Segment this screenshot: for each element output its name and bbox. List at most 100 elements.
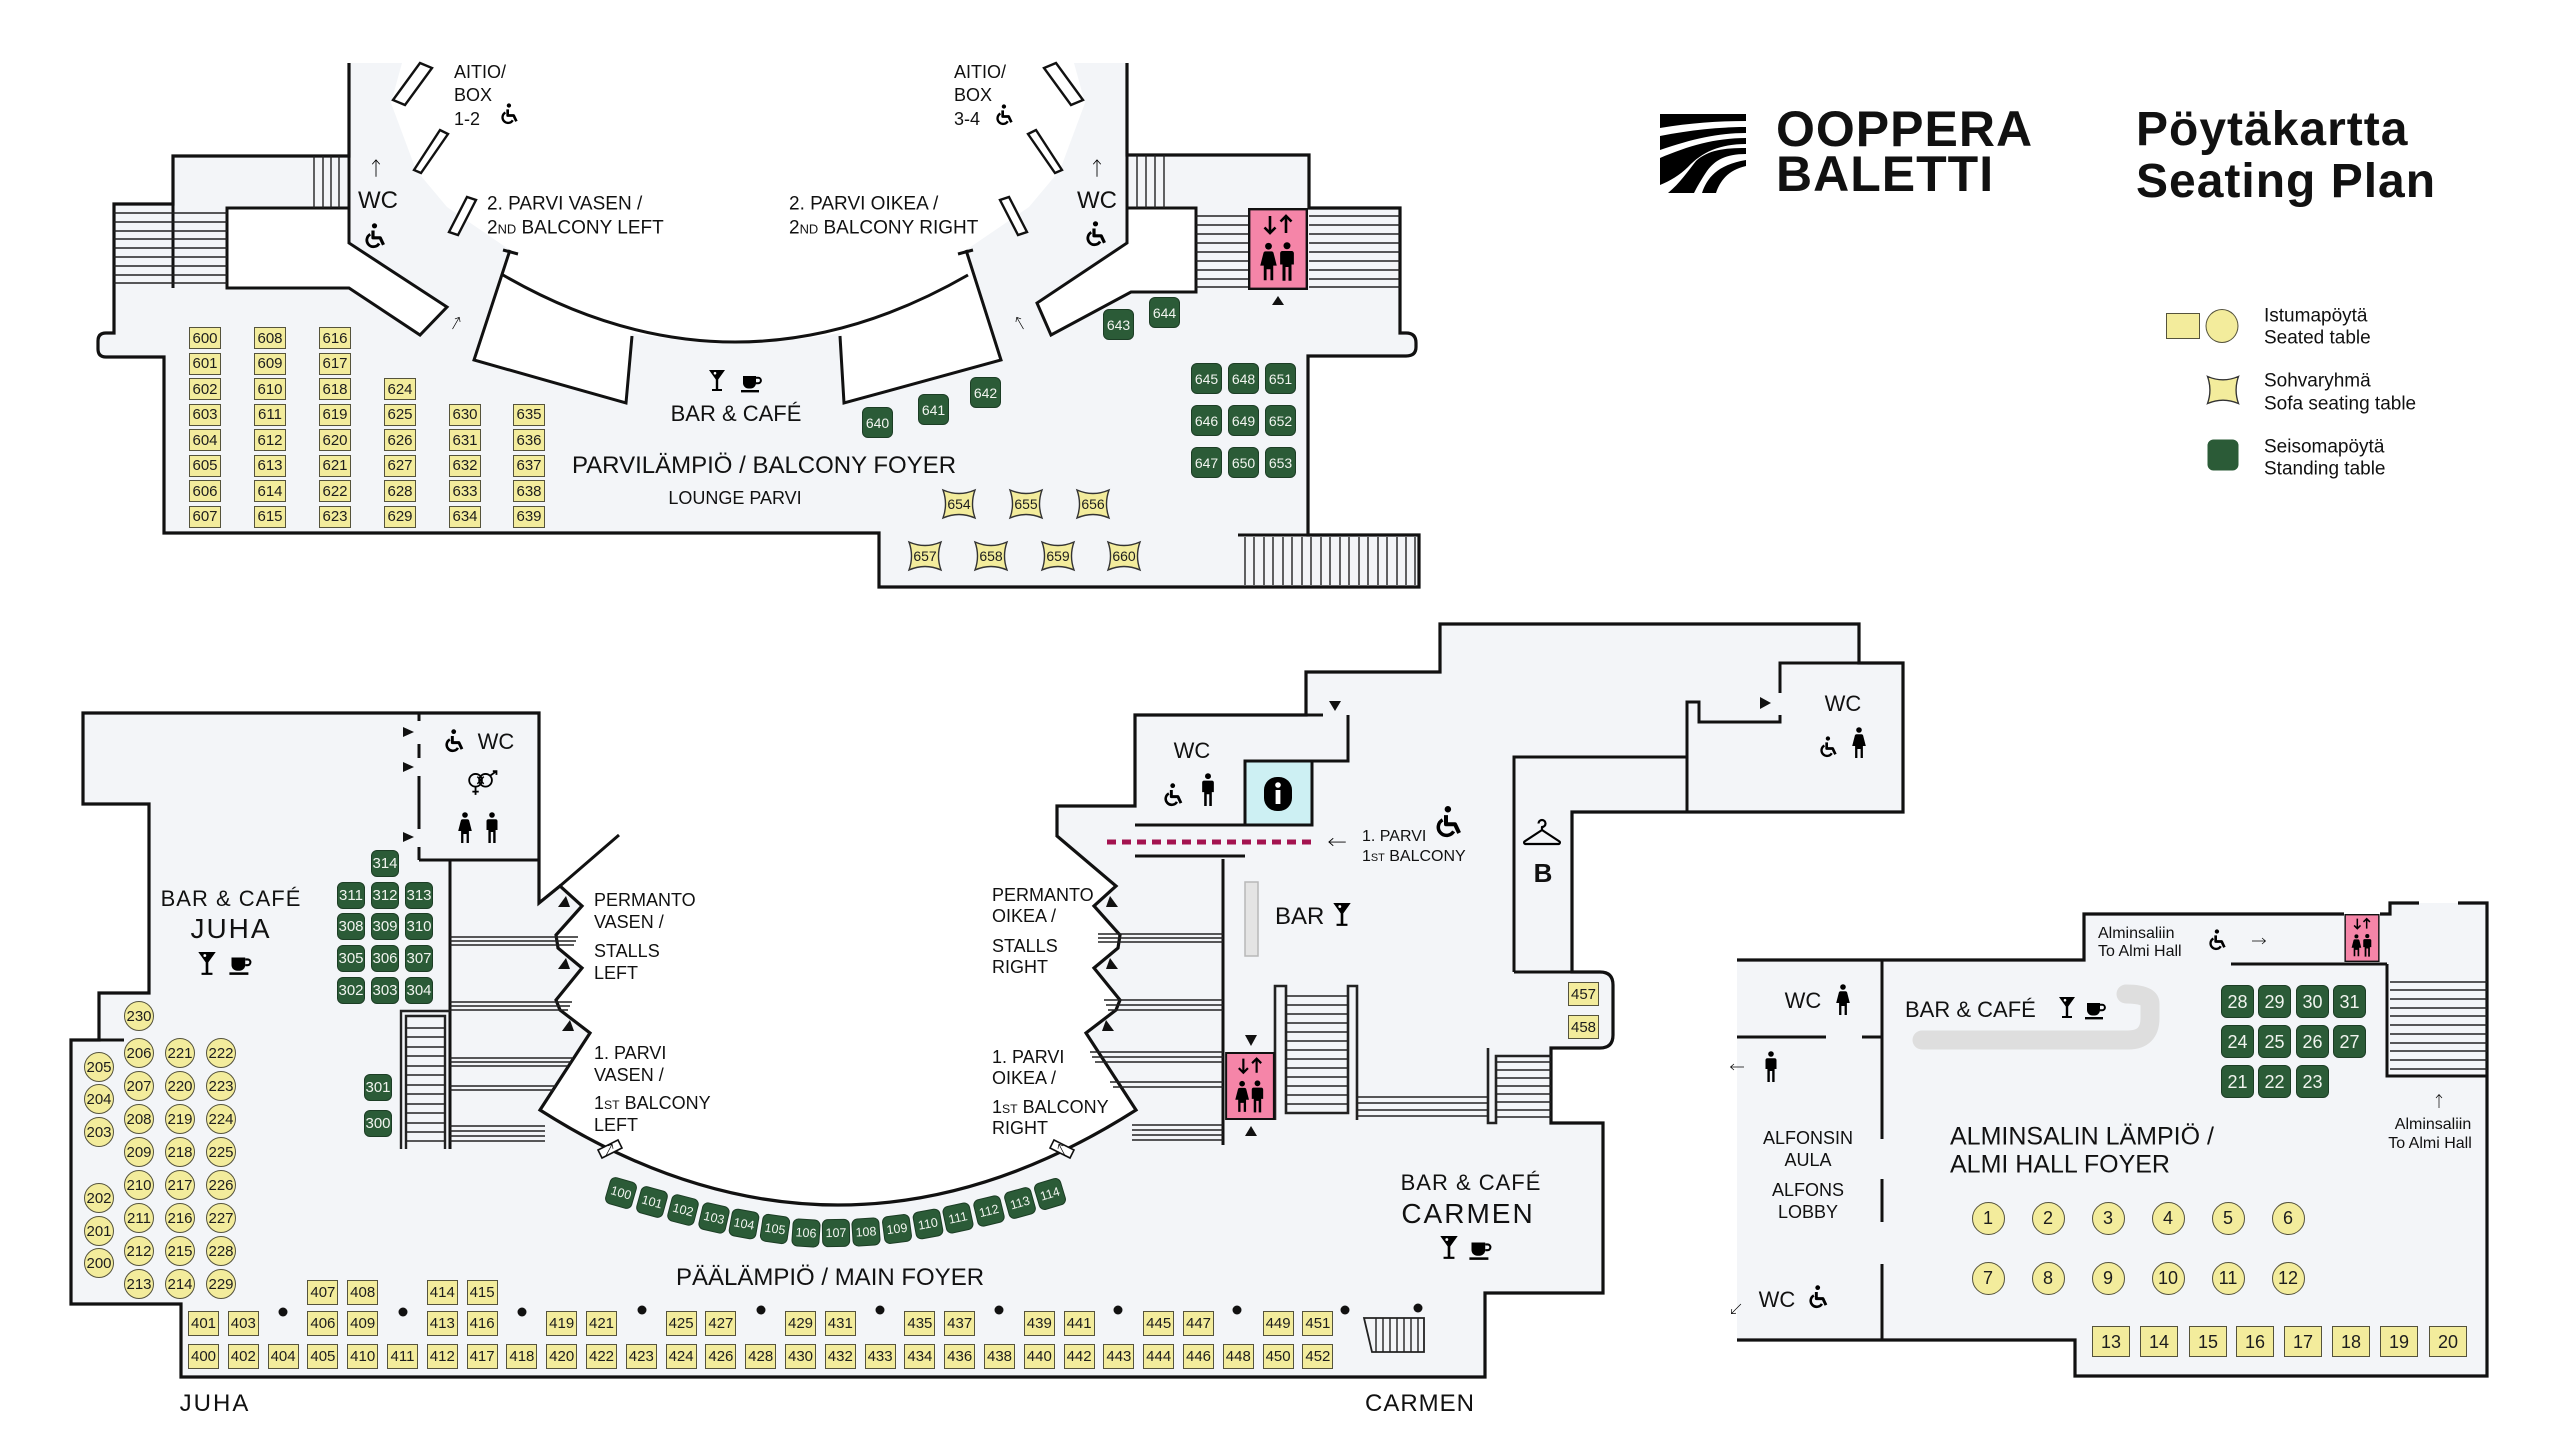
table-number: 634 xyxy=(452,508,478,525)
seated-square-table-icon xyxy=(2166,313,2200,339)
table-number: 421 xyxy=(588,1315,615,1332)
table-402: 402 xyxy=(227,1344,259,1369)
table-number: 613 xyxy=(257,457,283,474)
table-number: 406 xyxy=(310,1315,336,1332)
route-left-arrow-icon xyxy=(1321,837,1353,847)
table-number: 658 xyxy=(979,548,1003,564)
table-number: 650 xyxy=(1231,454,1256,471)
table-656: 656 xyxy=(1074,488,1112,520)
table-635: 635 xyxy=(513,403,545,426)
wc-left-label: WC xyxy=(358,187,398,214)
table-number: 637 xyxy=(516,457,542,474)
almi-outer-wall xyxy=(1737,901,2489,1378)
table-number: 112 xyxy=(977,1201,1001,1220)
table-12: 12 xyxy=(2271,1261,2305,1295)
table-number: 20 xyxy=(2437,1331,2459,1352)
table-number: 222 xyxy=(208,1044,234,1062)
first-balcony-access-label-en: 1ST BALCONY xyxy=(1362,849,1466,865)
brand-line-1: OOPPERA xyxy=(1776,101,2034,157)
table-605: 605 xyxy=(189,454,221,477)
ordinal-number: 1 xyxy=(1362,848,1371,865)
table-444: 444 xyxy=(1143,1344,1175,1369)
table-number: 17 xyxy=(2292,1331,2314,1352)
table-number: 425 xyxy=(668,1315,694,1332)
stalls-right-label-1: PERMANTO xyxy=(992,885,1094,905)
table-204: 204 xyxy=(84,1084,114,1114)
to-almi-right-label-fi: Alminsaliin xyxy=(2394,1116,2472,1133)
table-434: 434 xyxy=(904,1344,936,1369)
stalls-right-label-3: STALLS xyxy=(992,936,1058,956)
table-431: 431 xyxy=(824,1311,856,1336)
table-number: 418 xyxy=(509,1348,535,1365)
table-number: 644 xyxy=(1152,304,1177,321)
table-611: 611 xyxy=(254,403,286,426)
table-438: 438 xyxy=(984,1344,1015,1369)
table-number: 229 xyxy=(208,1275,234,1293)
balcony-stairs xyxy=(114,155,1416,585)
table-number: 633 xyxy=(452,482,478,500)
table-number: 635 xyxy=(516,406,542,423)
table-220: 220 xyxy=(165,1071,195,1101)
table-30: 30 xyxy=(2296,985,2329,1018)
almi-coffee-cup-icon xyxy=(2085,1002,2107,1020)
table-629: 629 xyxy=(384,505,416,528)
table-number: 29 xyxy=(2264,991,2285,1012)
table-314: 314 xyxy=(371,850,399,877)
table-612: 612 xyxy=(254,429,286,451)
table-number: 632 xyxy=(452,457,478,474)
juha-martini-glass-icon xyxy=(198,952,216,976)
seated-round-table-icon xyxy=(2205,309,2239,343)
table-649: 649 xyxy=(1228,405,1259,436)
balcony-foyer-title: PARVILÄMPIÖ / BALCONY FOYER xyxy=(571,452,957,479)
table-number: 611 xyxy=(258,406,282,423)
table-219: 219 xyxy=(165,1104,195,1134)
table-number: 420 xyxy=(549,1348,575,1365)
table-number: 618 xyxy=(322,380,348,398)
table-20: 20 xyxy=(2429,1326,2467,1357)
table-number: 14 xyxy=(2148,1331,2170,1352)
table-number: 201 xyxy=(86,1222,112,1240)
table-number: 445 xyxy=(1146,1315,1172,1332)
table-615: 615 xyxy=(254,505,286,528)
table-652: 652 xyxy=(1265,405,1296,436)
legend-seated-en: Seated table xyxy=(2264,327,2371,349)
table-435: 435 xyxy=(904,1311,936,1336)
table-number: 402 xyxy=(230,1348,256,1365)
table-27: 27 xyxy=(2333,1025,2366,1058)
table-number: 458 xyxy=(1570,1018,1597,1036)
table-number: 619 xyxy=(322,406,348,423)
table-6: 6 xyxy=(2271,1201,2305,1235)
table-number: 407 xyxy=(310,1284,336,1301)
table-23: 23 xyxy=(2296,1065,2329,1098)
table-number: 436 xyxy=(947,1348,973,1365)
table-number: 654 xyxy=(947,496,971,512)
table-655: 655 xyxy=(1007,488,1045,520)
stalls-left-label-3: STALLS xyxy=(594,941,660,961)
table-200: 200 xyxy=(84,1248,114,1278)
alfons-lobby-label-4: LOBBY xyxy=(1777,1202,1839,1222)
table-number: 617 xyxy=(322,355,348,372)
table-number: 209 xyxy=(126,1143,152,1161)
main-stairs xyxy=(399,933,1551,1353)
upper-right-wc-label: WC xyxy=(1824,691,1862,716)
table-24: 24 xyxy=(2221,1025,2254,1058)
table-number: 310 xyxy=(406,918,432,935)
ordinal-suffix: ST xyxy=(1002,1102,1018,1116)
table-number: 213 xyxy=(126,1275,152,1293)
table-412: 412 xyxy=(426,1344,458,1369)
second-balcony-left-label-fi: 2. PARVI VASEN / xyxy=(487,193,643,215)
table-422: 422 xyxy=(586,1344,617,1369)
second-balcony-right-label-fi: 2. PARVI OIKEA / xyxy=(789,193,939,215)
table-201: 201 xyxy=(84,1216,114,1246)
wc-right-wheelchair-icon xyxy=(1086,221,1110,248)
table-number: 424 xyxy=(668,1348,694,1365)
table-number: 627 xyxy=(387,457,413,474)
table-number: 638 xyxy=(516,482,542,500)
table-640: 640 xyxy=(862,407,893,438)
table-624: 624 xyxy=(384,378,416,400)
table-number: 655 xyxy=(1014,496,1038,512)
table-630: 630 xyxy=(449,403,481,426)
all-gender-icon xyxy=(461,770,501,796)
to-almi-wheelchair-icon xyxy=(2209,929,2229,951)
table-number: 301 xyxy=(365,1079,391,1096)
